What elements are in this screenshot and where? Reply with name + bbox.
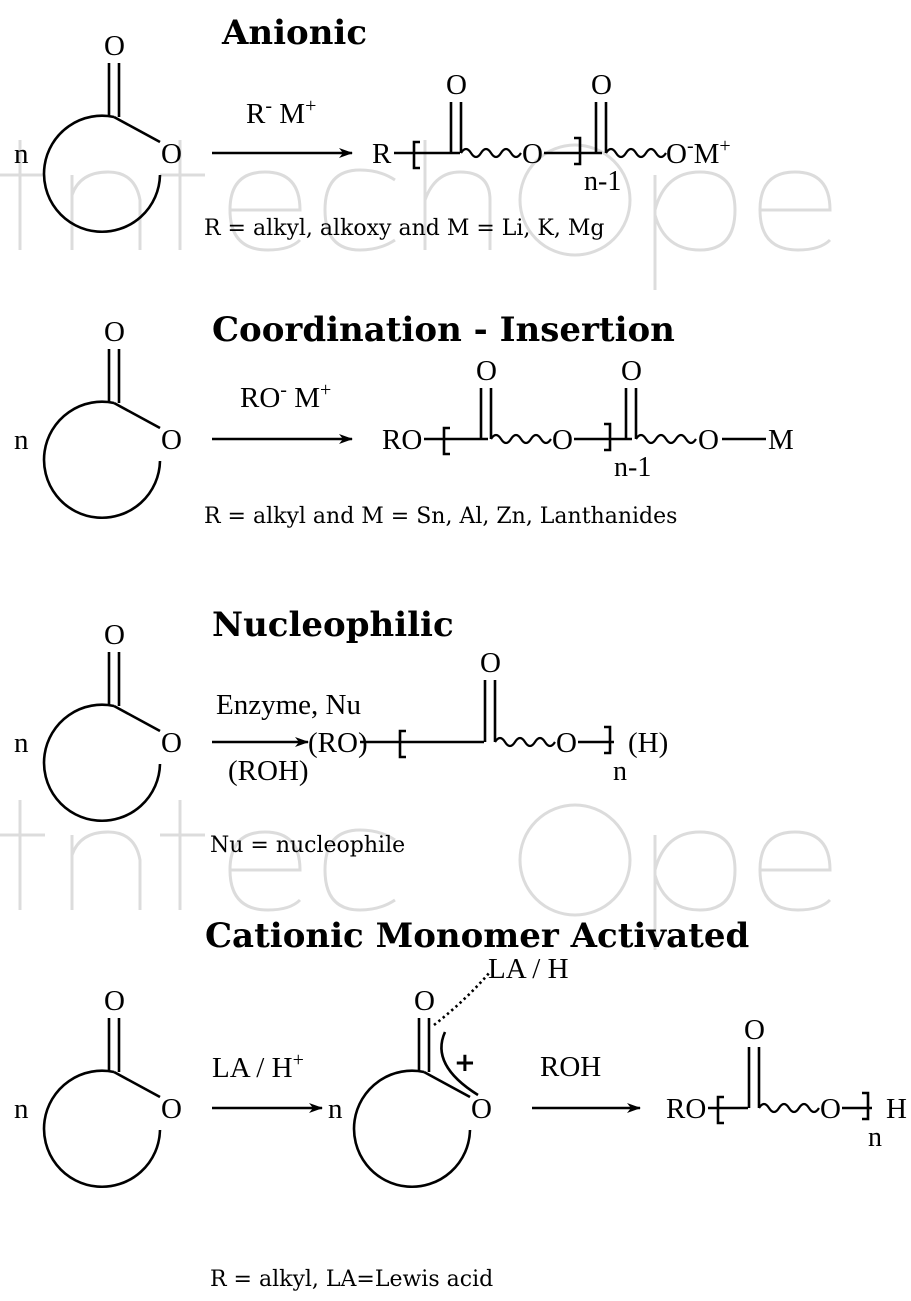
repeat-oxygen-label: O (556, 727, 577, 759)
carbonyl-oxygen-label: O (104, 985, 125, 1017)
lactone-monomer: n O O (14, 985, 182, 1189)
carbonyl-oxygen-label: O (480, 647, 501, 679)
end-group-label: RO (382, 424, 422, 456)
ester-bond (113, 401, 161, 430)
lewis-acid-label: LA / H (488, 953, 569, 985)
lactone-ring (42, 1069, 162, 1189)
coordination-polymer-product: RO O O n-1 O O M (382, 355, 794, 483)
repeat-subscript: n (868, 1122, 882, 1153)
monomer-coefficient: n (14, 424, 29, 456)
anionic-section: Anionic n O O R- M+ R O O n-1 O (14, 13, 731, 241)
wavy-bond (490, 433, 552, 445)
carbonyl-oxygen-label: O (621, 355, 642, 387)
terminus-label: H (886, 1093, 907, 1125)
wavy-bond (494, 736, 556, 748)
repeat-unit-open-bracket (442, 426, 450, 456)
wavy-bond (460, 147, 522, 159)
anionic-initiator: R- M+ (246, 95, 316, 130)
ester-bond (113, 1070, 161, 1099)
end-group-label: RO (666, 1093, 706, 1125)
watermark (0, 140, 832, 950)
repeat-unit-close-bracket (862, 1091, 870, 1121)
lactone-ring (42, 114, 162, 234)
anionic-title: Anionic (221, 13, 367, 53)
terminus-label: (H) (628, 727, 668, 759)
terminus-oxygen-label: O (698, 424, 719, 456)
end-group-label: R (372, 138, 392, 170)
charge-delocalization-arc (440, 1031, 479, 1097)
coordination-title: Coordination - Insertion (212, 310, 675, 350)
carbonyl-oxygen-label: O (414, 985, 435, 1017)
nucleophilic-section: Nucleophilic n O O Enzyme, Nu (ROH) (RO)… (14, 605, 668, 858)
coordination-section: Coordination - Insertion n O O RO- M+ RO… (14, 310, 794, 529)
anionic-terminus: O-M+ (666, 135, 731, 170)
repeat-unit-open-bracket (716, 1095, 724, 1125)
carbonyl-oxygen-label: O (744, 1014, 765, 1046)
ester-bond (113, 115, 161, 144)
hashed-coordination-bond (433, 971, 491, 1027)
wavy-bond (635, 433, 697, 445)
repeat-subscript: n-1 (584, 166, 621, 197)
ring-oxygen-label: O (161, 138, 182, 170)
lactone-ring (352, 1069, 472, 1189)
carbonyl-oxygen-label: O (446, 69, 467, 101)
ester-bond (423, 1070, 471, 1099)
ring-oxygen-label: O (161, 727, 182, 759)
activated-monomer: n O O LA / H + (328, 953, 569, 1189)
positive-charge: + (454, 1048, 476, 1078)
monomer-coefficient: n (14, 727, 29, 759)
carbonyl-oxygen-label: O (476, 355, 497, 387)
repeat-oxygen-label: O (522, 138, 543, 170)
lactone-monomer: n O O (14, 316, 182, 520)
cationic-title: Cationic Monomer Activated (205, 916, 749, 956)
carbonyl-oxygen-label: O (104, 30, 125, 62)
carbonyl-oxygen-label: O (104, 619, 125, 651)
cationic-polymer-product: RO O O n H (666, 1014, 907, 1153)
lactone-ring (42, 400, 162, 520)
monomer-coefficient: n (14, 1093, 29, 1125)
nucleophilic-note: Nu = nucleophile (210, 833, 405, 858)
cationic-nucleophile: ROH (540, 1051, 601, 1083)
lactone-monomer: n O O (14, 619, 182, 823)
lactone-monomer: n O O (14, 30, 182, 234)
repeat-oxygen-label: O (820, 1093, 841, 1125)
wavy-bond (605, 147, 667, 159)
cationic-activator: LA / H+ (212, 1049, 304, 1084)
nucleophilic-polymer-product: (RO) O O n (H) (308, 647, 668, 787)
repeat-oxygen-label: O (552, 424, 573, 456)
cationic-section: Cationic Monomer Activated n O O LA / H+… (14, 916, 907, 1292)
repeat-unit-close-bracket (604, 725, 612, 755)
repeat-unit-open-bracket (398, 729, 406, 759)
anionic-polymer-product: R O O n-1 O O-M+ (372, 69, 731, 197)
coordination-note: R = alkyl and M = Sn, Al, Zn, Lanthanide… (204, 504, 677, 529)
nucleophilic-reagent: Enzyme, Nu (216, 689, 361, 721)
ester-bond (113, 704, 161, 733)
monomer-coefficient: n (328, 1093, 343, 1125)
end-group-label: (RO) (308, 727, 368, 759)
wavy-bond (758, 1102, 820, 1114)
repeat-unit-open-bracket (412, 140, 420, 170)
monomer-coefficient: n (14, 138, 29, 170)
metal-label: M (768, 424, 794, 456)
lactone-ring (42, 703, 162, 823)
cationic-note: R = alkyl, LA=Lewis acid (210, 1267, 493, 1292)
nucleophilic-cocatalyst: (ROH) (228, 755, 309, 787)
anionic-note: R = alkyl, alkoxy and M = Li, K, Mg (204, 216, 604, 241)
ring-oxygen-label: O (471, 1093, 492, 1125)
repeat-subscript: n-1 (614, 452, 651, 483)
carbonyl-oxygen-label: O (591, 69, 612, 101)
nucleophilic-title: Nucleophilic (212, 605, 454, 645)
carbonyl-oxygen-label: O (104, 316, 125, 348)
repeat-unit-close-bracket (574, 136, 582, 166)
repeat-subscript: n (613, 756, 627, 787)
ring-oxygen-label: O (161, 424, 182, 456)
repeat-unit-close-bracket (604, 422, 612, 452)
ring-oxygen-label: O (161, 1093, 182, 1125)
coordination-initiator: RO- M+ (240, 379, 331, 414)
